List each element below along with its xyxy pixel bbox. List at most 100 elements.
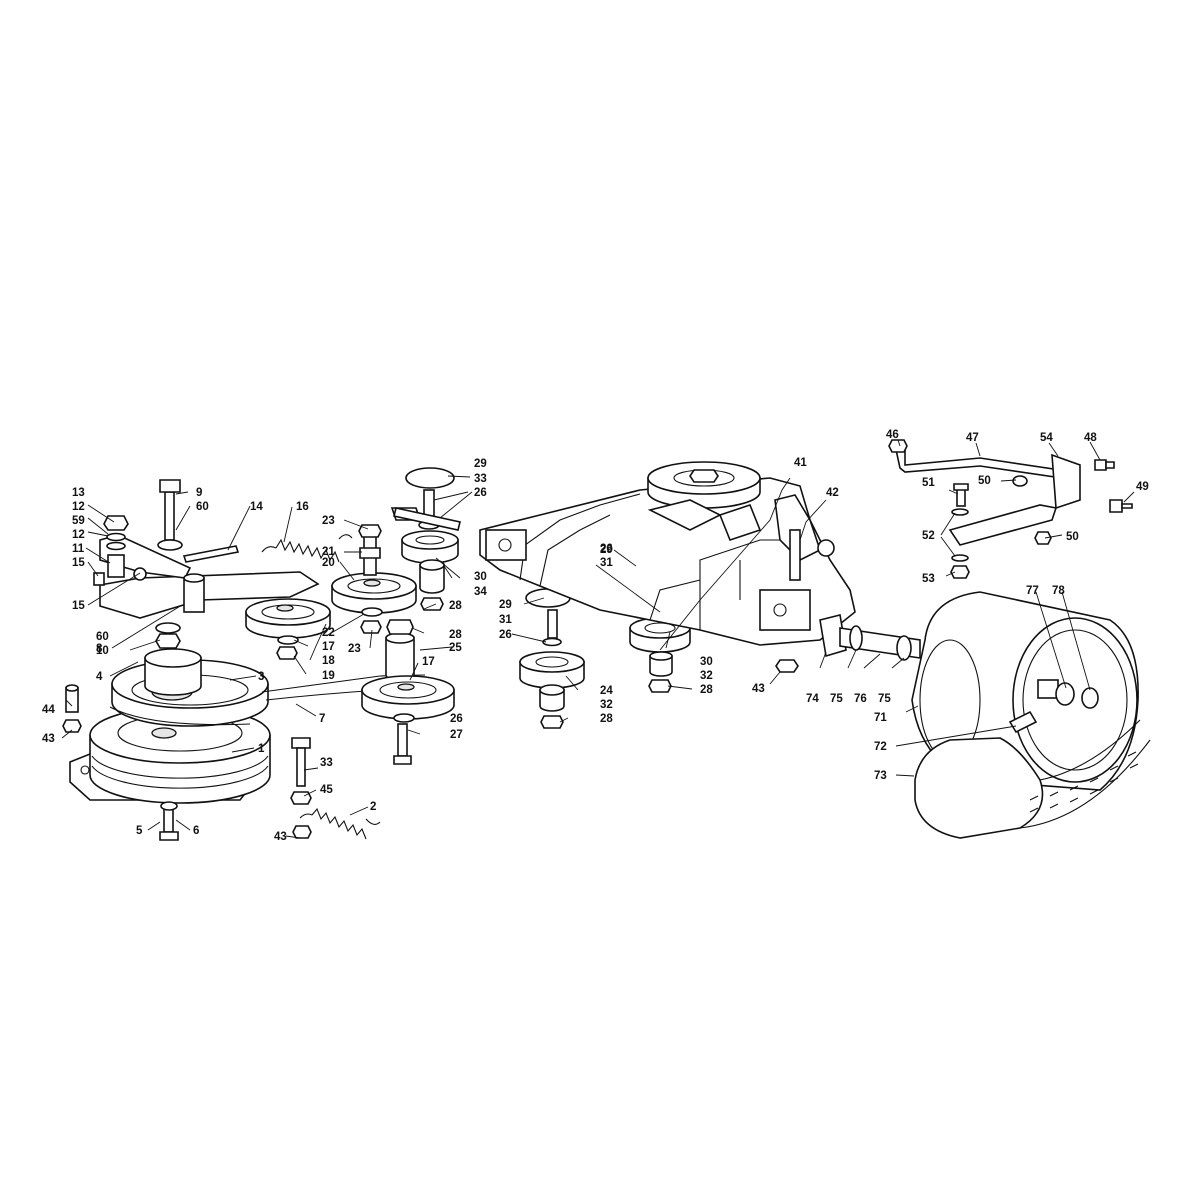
- callout-11: 11: [72, 543, 85, 555]
- callout-44: 44: [42, 704, 55, 716]
- tire-valve: [1008, 710, 1038, 734]
- callouts: 1 2 3 4 5 6 7 8 9 10 11 12 12 13 14 15 1…: [42, 429, 1149, 843]
- callout-72: 72: [874, 741, 887, 753]
- callout-2: 2: [370, 801, 376, 813]
- callout-29b: 29: [600, 544, 613, 556]
- callout-12a: 12: [72, 501, 85, 513]
- callout-43c: 43: [274, 831, 287, 843]
- callout-74: 74: [806, 693, 819, 705]
- bolt-33: [290, 737, 312, 805]
- callout-14: 14: [250, 501, 263, 513]
- bolt-44: [62, 684, 82, 733]
- callout-26b: 26: [600, 543, 613, 555]
- callout-54: 54: [1040, 432, 1053, 444]
- callout-29c: 29: [499, 599, 512, 611]
- clutch-bolt: [159, 801, 179, 841]
- callout-3: 3: [258, 671, 264, 683]
- callout-32a: 32: [600, 699, 613, 711]
- shift-bracket: [888, 439, 1133, 579]
- callout-15b: 15: [72, 600, 85, 612]
- idler-pulley-20: [245, 572, 417, 639]
- callout-60a: 60: [196, 501, 209, 513]
- callout-31a: 31: [600, 557, 613, 569]
- callout-10: 10: [96, 645, 109, 657]
- callout-7: 7: [319, 713, 325, 725]
- nuts-18-19-23: [276, 607, 383, 660]
- callout-17b: 17: [422, 656, 435, 668]
- callout-30b: 30: [700, 656, 713, 668]
- callout-76: 76: [854, 693, 867, 705]
- callout-28a: 28: [449, 600, 462, 612]
- callout-77: 77: [1026, 585, 1039, 597]
- idler-pulley-17: [361, 675, 455, 765]
- callout-60b: 60: [96, 631, 109, 643]
- callout-33b: 33: [320, 757, 333, 769]
- motor-pulley: [111, 648, 269, 727]
- callout-30a: 30: [474, 571, 487, 583]
- callout-17a: 17: [322, 641, 335, 653]
- callout-52: 52: [922, 530, 935, 542]
- callout-75b: 75: [878, 693, 891, 705]
- transmission: [479, 461, 856, 646]
- callout-15a: 15: [72, 557, 85, 569]
- callout-73: 73: [874, 770, 887, 782]
- callout-19: 19: [322, 670, 335, 682]
- callout-53: 53: [922, 573, 935, 585]
- callout-50b: 50: [1066, 531, 1079, 543]
- callout-26c: 26: [499, 629, 512, 641]
- callout-29a: 29: [474, 458, 487, 470]
- callout-26d: 26: [450, 713, 463, 725]
- rod-14: [182, 545, 240, 563]
- callout-32b: 32: [700, 670, 713, 682]
- callout-24: 24: [600, 685, 613, 697]
- leader-lines: [61, 439, 1135, 839]
- callout-28c: 28: [600, 713, 613, 725]
- callout-34: 34: [474, 586, 487, 598]
- callout-59: 59: [72, 515, 85, 527]
- callout-23b: 23: [348, 643, 361, 655]
- bolt-9-stack: [103, 479, 183, 551]
- callout-78: 78: [1052, 585, 1065, 597]
- callout-41: 41: [794, 457, 807, 469]
- callout-28b: 28: [449, 629, 462, 641]
- callout-26a: 26: [474, 487, 487, 499]
- callout-20: 20: [322, 557, 335, 569]
- callout-50a: 50: [978, 475, 991, 487]
- callout-6: 6: [193, 825, 199, 837]
- middle-pulley-stack: [519, 588, 585, 729]
- callout-42: 42: [826, 487, 839, 499]
- rear-axle: [775, 614, 921, 673]
- callout-31b: 31: [499, 614, 512, 626]
- callout-43a: 43: [752, 683, 765, 695]
- callout-4: 4: [96, 671, 103, 683]
- callout-46: 46: [886, 429, 899, 441]
- callout-18: 18: [322, 655, 335, 667]
- callout-33a: 33: [474, 473, 487, 485]
- callout-1: 1: [258, 743, 265, 755]
- callout-8: 8: [96, 643, 103, 655]
- callout-5: 5: [136, 825, 143, 837]
- wheel-rim: [911, 591, 1139, 791]
- callout-49: 49: [1136, 481, 1149, 493]
- callout-25: 25: [449, 642, 462, 654]
- callout-21: 21: [322, 546, 335, 558]
- callout-48: 48: [1084, 432, 1097, 444]
- callout-9: 9: [196, 487, 202, 499]
- washer-nut-10: [155, 622, 181, 649]
- callout-23a: 23: [322, 515, 335, 527]
- spacer-25: [385, 619, 415, 681]
- callout-71: 71: [874, 712, 887, 724]
- callout-22: 22: [322, 627, 335, 639]
- spring-2: [292, 807, 381, 840]
- spacer-21: [358, 524, 382, 576]
- callout-75a: 75: [830, 693, 843, 705]
- tire: [914, 719, 1151, 839]
- callout-51: 51: [922, 477, 935, 489]
- callout-47: 47: [966, 432, 979, 444]
- axle-pin: [393, 507, 461, 531]
- callout-12b: 12: [72, 529, 85, 541]
- callout-16: 16: [296, 501, 309, 513]
- callout-27: 27: [450, 729, 463, 741]
- callout-43b: 43: [42, 733, 55, 745]
